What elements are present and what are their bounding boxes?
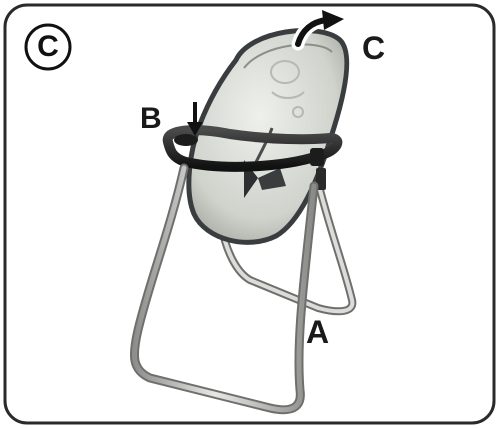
callout-c: C [362, 32, 385, 64]
callout-a: A [306, 316, 329, 348]
step-badge-letter: C [26, 25, 70, 69]
callout-b: B [140, 104, 162, 134]
